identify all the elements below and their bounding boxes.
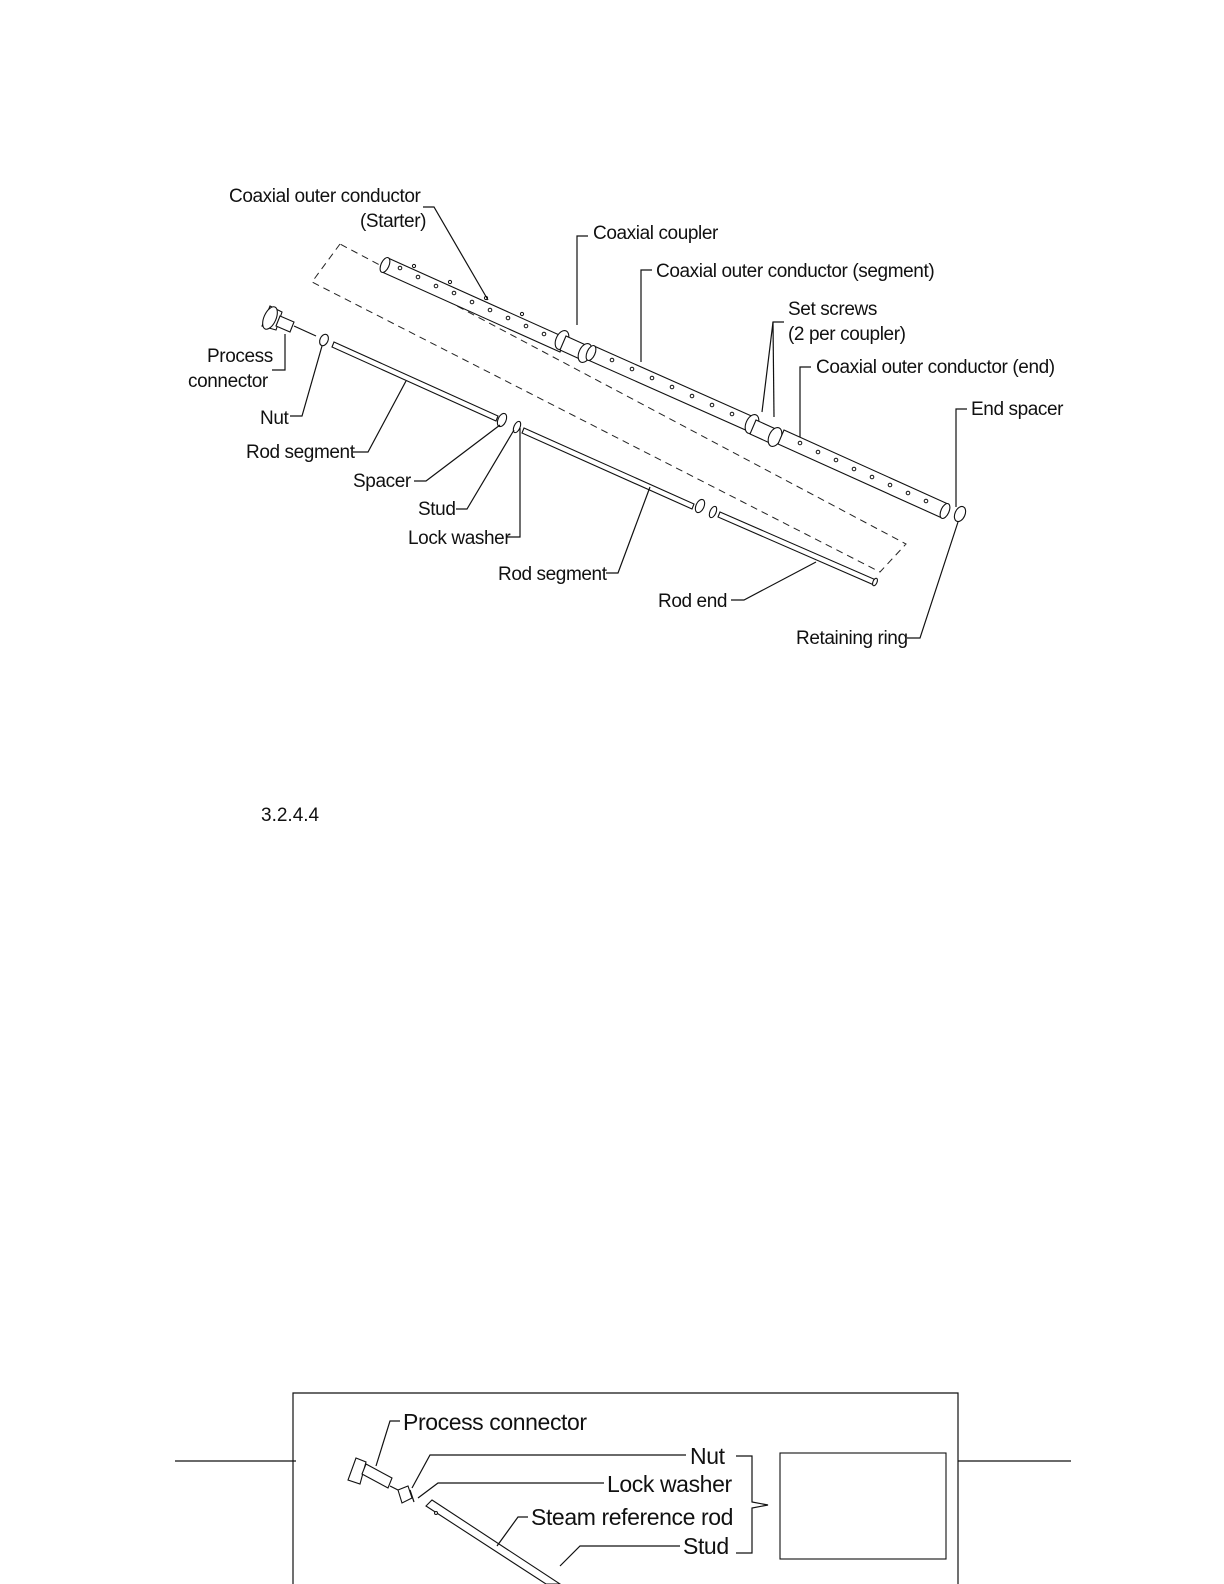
figure-2-inset-box (779, 1452, 947, 1560)
nut-part (319, 333, 329, 347)
label-stud: Stud (418, 499, 456, 520)
label-set-screws-line1: Set screws (788, 299, 877, 320)
label-nut: Nut (260, 408, 289, 429)
alignment-dashed-outline (311, 243, 907, 573)
rod-segment-1 (331, 341, 499, 422)
outer-conductor-tubes (379, 256, 967, 523)
label-lock-washer: Lock washer (408, 528, 511, 549)
outer-conductor-starter (381, 257, 567, 353)
label-outer-starter-line2: (Starter) (360, 211, 426, 232)
label-rod-segment-2: Rod segment (498, 564, 608, 585)
figure-2-steam-reference: Process connector Nut Lock washer Steam … (175, 1392, 1071, 1584)
label-set-screws-line2: (2 per coupler) (788, 324, 906, 345)
label-coaxial-coupler: Coaxial coupler (593, 223, 719, 244)
steam-reference-rod-part (425, 1499, 562, 1584)
spacer-part (496, 412, 508, 428)
label-retaining-ring: Retaining ring (796, 628, 908, 649)
label-rod-end: Rod end (658, 591, 727, 612)
rod-end-part (717, 511, 877, 586)
label-nut-2: Nut (690, 1443, 726, 1469)
label-end-spacer: End spacer (971, 399, 1064, 420)
label-outer-starter-line1: Coaxial outer conductor (229, 186, 422, 207)
label-lock-washer-2: Lock washer (607, 1471, 732, 1497)
process-connector-part (261, 305, 329, 347)
process-connector-part-2 (347, 1457, 367, 1485)
figure-2-frame (292, 1392, 959, 1584)
figure-1-probe-assembly: Coaxial outer conductor (Starter) Coaxia… (188, 186, 1065, 649)
label-rod-segment-1: Rod segment (246, 442, 356, 463)
label-process-connector-2: Process connector (403, 1409, 587, 1435)
leader-lines (272, 206, 967, 639)
tube-holes (397, 263, 929, 504)
section-number: 3.2.4.4 (261, 805, 320, 826)
label-steam-reference-rod: Steam reference rod (531, 1504, 733, 1530)
label-outer-segment: Coaxial outer conductor (segment) (656, 261, 934, 282)
rod-segment-2 (521, 427, 695, 510)
label-process-line1: Process (207, 346, 273, 367)
nut-part-2 (397, 1485, 413, 1504)
center-rods (331, 341, 878, 587)
label-stud-2: Stud (683, 1533, 729, 1559)
outer-conductor-end (777, 429, 949, 519)
end-spacer-part (953, 505, 967, 523)
label-process-line2: connector (188, 371, 269, 392)
grouping-bracket (736, 1455, 769, 1554)
label-outer-end: Coaxial outer conductor (end) (816, 357, 1055, 378)
label-spacer: Spacer (353, 471, 412, 492)
